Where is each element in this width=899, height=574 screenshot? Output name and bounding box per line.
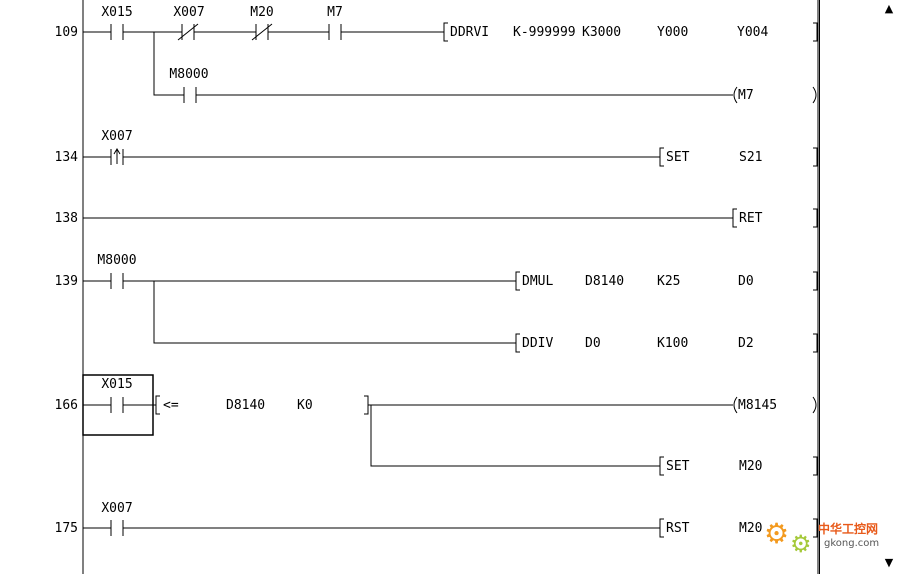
- contact-m20-nc[interactable]: M20: [250, 5, 274, 41]
- rung-138[interactable]: 138 RET: [55, 208, 818, 228]
- scroll-down-icon[interactable]: ▼: [884, 556, 894, 569]
- svg-text:X015: X015: [101, 377, 132, 392]
- right-scroll-area[interactable]: ▲ ▼: [819, 0, 899, 574]
- compare-le[interactable]: <= D8140 K0: [155, 395, 369, 415]
- instruction-set[interactable]: SET S21: [659, 147, 818, 167]
- svg-text:K25: K25: [657, 274, 680, 289]
- instruction-dmul[interactable]: DMUL D8140 K25 D0: [515, 271, 818, 291]
- svg-text:K0: K0: [297, 398, 313, 413]
- svg-text:X007: X007: [101, 501, 132, 516]
- svg-text:RET: RET: [739, 211, 763, 226]
- contact-x007-rising[interactable]: X007: [101, 129, 133, 165]
- svg-text:K100: K100: [657, 336, 688, 351]
- instruction-set-m20[interactable]: SET M20: [659, 456, 818, 476]
- svg-text:SET: SET: [666, 459, 690, 474]
- contact-m8000[interactable]: M8000: [97, 253, 137, 289]
- svg-text:K3000: K3000: [582, 25, 621, 40]
- step-number: 134: [55, 150, 79, 165]
- step-number: 166: [55, 398, 78, 413]
- svg-text:X015: X015: [101, 5, 132, 20]
- svg-text:SET: SET: [666, 150, 690, 165]
- svg-text:D8140: D8140: [585, 274, 624, 289]
- svg-text:M7: M7: [327, 5, 343, 20]
- svg-text:D0: D0: [738, 274, 754, 289]
- rung-166[interactable]: 166 X015 <= D8140 K0 M8145 SET M20: [55, 374, 818, 476]
- contact-x007[interactable]: X007: [101, 501, 133, 536]
- rung-134[interactable]: 134 X007 SET S21: [55, 129, 818, 167]
- scroll-up-icon[interactable]: ▲: [884, 2, 894, 15]
- rung-109[interactable]: 109 X015 X007 M20 M7 DDRVI K-999999 K30: [55, 5, 818, 104]
- svg-text:S21: S21: [739, 150, 762, 165]
- svg-text:X007: X007: [173, 5, 204, 20]
- contact-m8000[interactable]: M8000: [169, 67, 209, 103]
- svg-text:D8140: D8140: [226, 398, 265, 413]
- svg-text:X007: X007: [101, 129, 132, 144]
- svg-text:K-999999: K-999999: [513, 25, 576, 40]
- contact-m7[interactable]: M7: [327, 5, 343, 40]
- watermark-url: gkong.com: [824, 538, 880, 549]
- gear-icon: ⚙: [790, 530, 812, 558]
- svg-text:M8000: M8000: [97, 253, 136, 268]
- contact-x015[interactable]: X015: [101, 377, 133, 413]
- svg-text:M8145: M8145: [738, 398, 777, 413]
- svg-text:D2: D2: [738, 336, 754, 351]
- svg-text:M20: M20: [250, 5, 273, 20]
- svg-text:Y004: Y004: [737, 25, 768, 40]
- instruction-ddrvi[interactable]: DDRVI K-999999 K3000 Y000 Y004: [443, 22, 818, 42]
- svg-text:M20: M20: [739, 459, 762, 474]
- watermark-title: 中华工控网: [818, 522, 879, 536]
- contact-x015[interactable]: X015: [101, 5, 133, 40]
- coil-m7[interactable]: M7: [733, 86, 817, 104]
- gear-icon: ⚙: [764, 517, 790, 550]
- instruction-ddiv[interactable]: DDIV D0 K100 D2: [515, 333, 818, 353]
- instruction-ret[interactable]: RET: [732, 208, 818, 228]
- svg-text:M20: M20: [739, 521, 762, 536]
- rung-175[interactable]: 175 X007 RST M20: [55, 501, 818, 538]
- watermark-logo: ⚙ ⚙ 中华工控网 gkong.com: [762, 514, 892, 558]
- svg-text:M8000: M8000: [169, 67, 208, 82]
- svg-text:DDIV: DDIV: [522, 336, 553, 351]
- svg-text:D0: D0: [585, 336, 601, 351]
- coil-m8145[interactable]: M8145: [733, 396, 817, 414]
- step-number: 138: [55, 211, 78, 226]
- svg-text:DDRVI: DDRVI: [450, 25, 489, 40]
- svg-text:RST: RST: [666, 521, 690, 536]
- svg-text:<=: <=: [163, 398, 179, 413]
- svg-text:M7: M7: [738, 88, 754, 103]
- rung-139[interactable]: 139 M8000 DMUL D8140 K25 D0 DDIV D0 K100…: [55, 253, 818, 353]
- step-number: 109: [55, 25, 78, 40]
- svg-text:DMUL: DMUL: [522, 274, 553, 289]
- instruction-rst[interactable]: RST M20: [659, 518, 818, 538]
- svg-text:Y000: Y000: [657, 25, 688, 40]
- contact-x007-nc[interactable]: X007: [173, 5, 205, 41]
- step-number: 175: [55, 521, 78, 536]
- step-number: 139: [55, 274, 78, 289]
